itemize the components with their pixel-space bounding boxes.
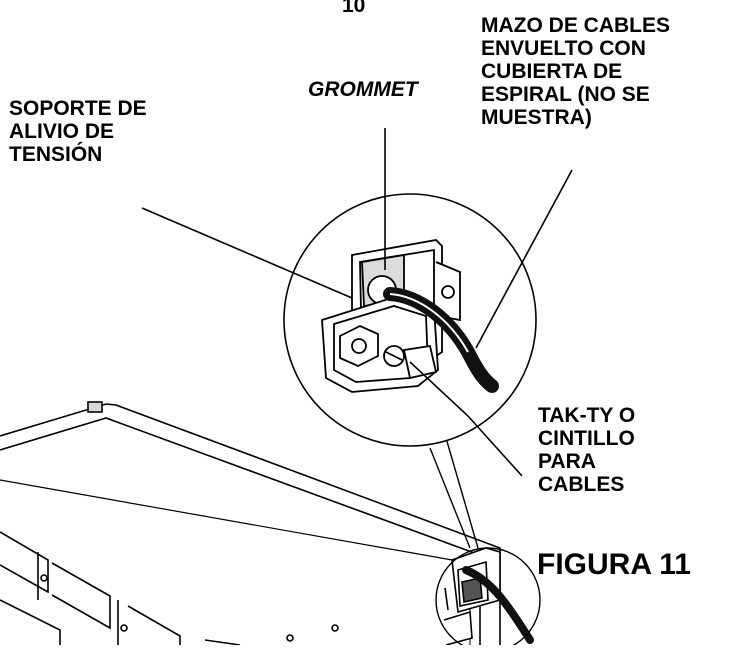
callout-grommet: GROMMET — [308, 78, 418, 101]
callout-tie: TAK-TY O CINTILLO PARA CABLES — [538, 404, 635, 496]
detail-circle-small — [435, 547, 541, 650]
callout-strain-relief-line: SOPORTE DE — [9, 97, 147, 120]
callout-strain-relief-line: ALIVIO DE — [9, 120, 115, 143]
callout-tie-line: TAK-TY O — [538, 404, 636, 427]
detail-parts — [321, 239, 461, 393]
leader-lines — [141, 128, 573, 477]
callout-harness-line: MUESTRA) — [481, 106, 592, 129]
callout-strain-relief-line: TENSIÓN — [9, 143, 103, 166]
callout-harness-line: ENVUELTO CON — [481, 37, 646, 60]
callout-harness-line: CUBIERTA DE — [481, 60, 623, 83]
callout-harness-line: MAZO DE CABLES — [481, 14, 670, 37]
callout-harness: MAZO DE CABLES ENVUELTO CON CUBIERTA DE … — [481, 14, 670, 129]
callout-tie-line: CINTILLO — [538, 427, 635, 450]
figure-label: FIGURA 11 — [537, 548, 691, 581]
cable-highlight — [389, 293, 469, 353]
leader-tie — [409, 361, 523, 477]
header-fragment: 10 — [342, 0, 366, 17]
magnifier-lines — [429, 437, 479, 549]
leader-harness — [475, 169, 573, 349]
callout-harness-line: ESPIRAL (NO SE — [481, 83, 650, 106]
chassis — [0, 401, 501, 646]
cable-lower — [462, 566, 534, 644]
leader-strain-relief — [141, 207, 353, 299]
callout-tie-line: CABLES — [538, 473, 625, 496]
callout-strain-relief: SOPORTE DE ALIVIO DE TENSIÓN — [9, 97, 147, 166]
callout-tie-line: PARA — [538, 450, 596, 473]
